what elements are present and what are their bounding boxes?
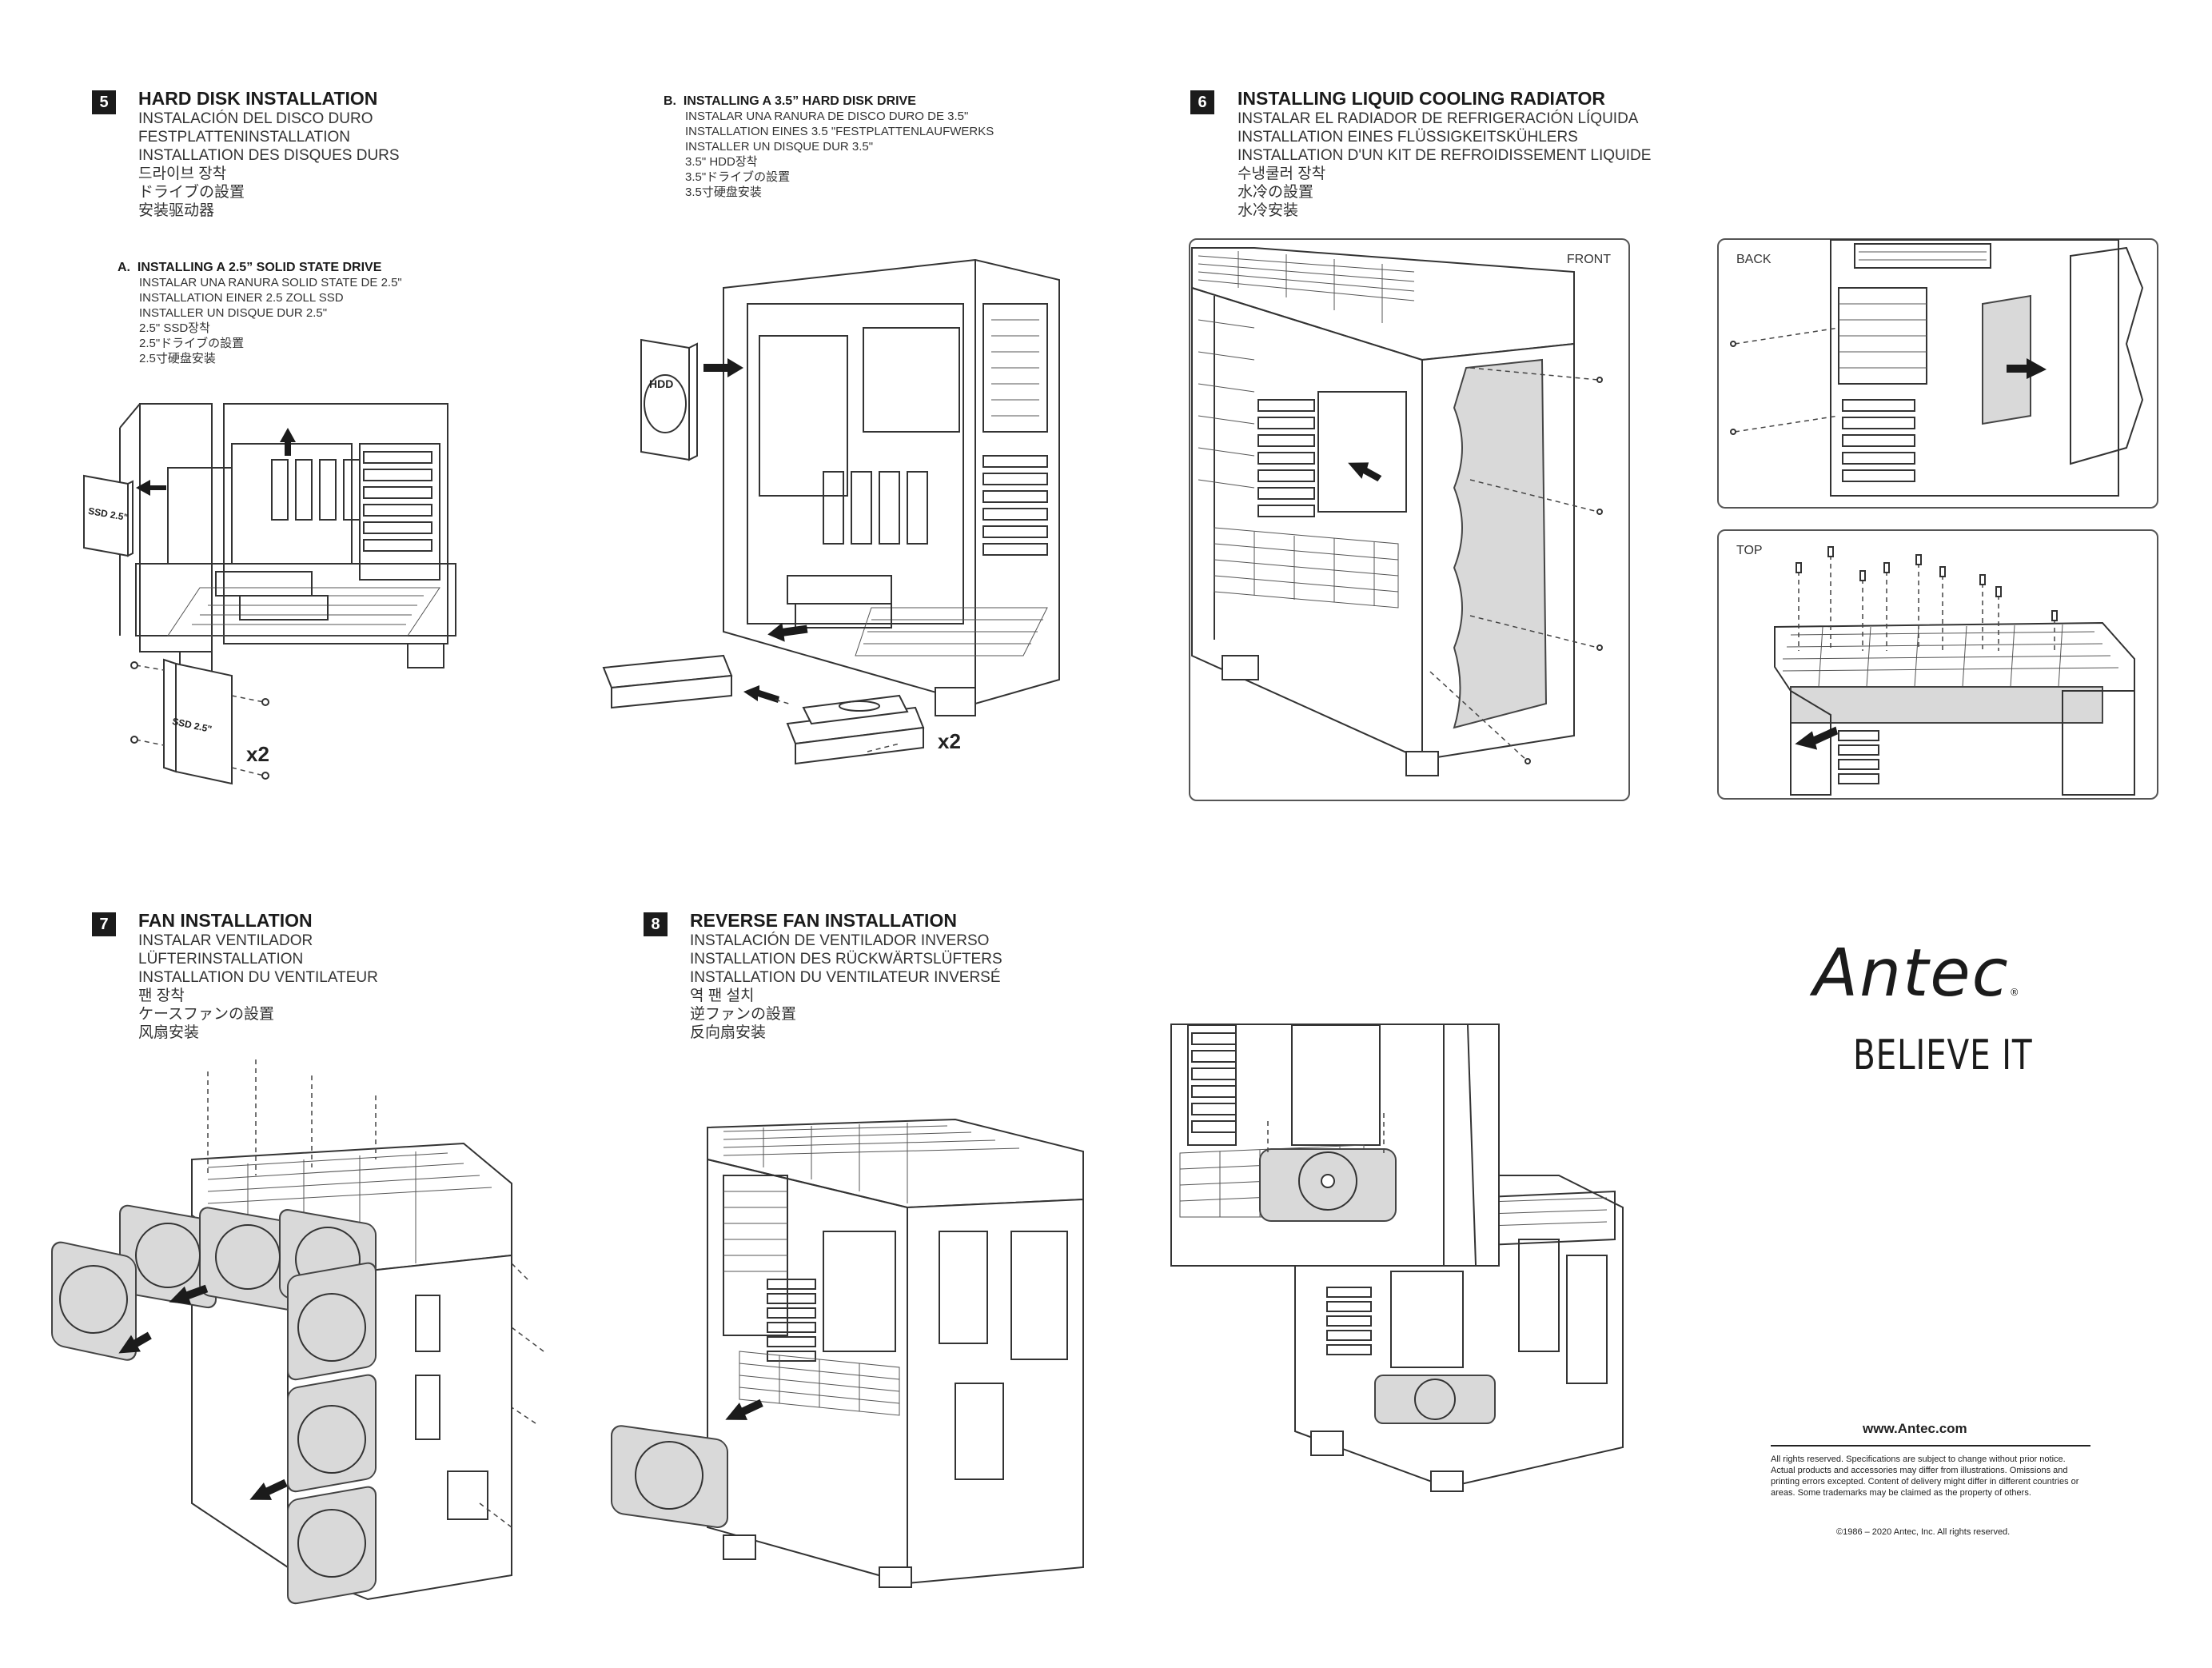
step-5-heading: HARD DISK INSTALLATION INSTALACIÓN DEL D…	[138, 88, 400, 220]
translation-line: INSTALLER UN DISQUE DUR 3.5"	[685, 140, 874, 154]
translation-line: 3.5"ドライブの設置	[685, 170, 791, 184]
translation-line: 드라이브 장착	[138, 166, 227, 182]
step-5-number: 5	[92, 90, 116, 114]
section-a-title: INSTALLING A 2.5” SOLID STATE DRIVE	[137, 261, 382, 274]
section-b-title: INSTALLING A 3.5” HARD DISK DRIVE	[683, 94, 916, 108]
translation-line: INSTALLATION D'UN KIT DE REFROIDISSEMENT…	[1238, 147, 1652, 164]
step-5-title: HARD DISK INSTALLATION	[138, 88, 378, 109]
translation-line: ドライブの設置	[138, 184, 245, 201]
reverse-fan-inset	[1170, 1024, 1500, 1267]
translation-line: 安装驱动器	[138, 202, 215, 219]
top-panel-label: TOP	[1736, 544, 1763, 557]
translation-line: 风扇安装	[138, 1024, 200, 1041]
ssd-drive-loose	[83, 474, 134, 557]
translation-line: INSTALAR VENTILADOR	[138, 932, 313, 949]
translation-line: 수냉쿨러 장착	[1238, 166, 1326, 182]
step-6-translations: INSTALAR EL RADIADOR DE REFRIGERACIÓN LÍ…	[1238, 110, 1651, 220]
registered-mark: ®	[2009, 987, 2021, 998]
step-7-number: 7	[92, 912, 116, 936]
translation-line: INSTALLATION DU VENTILATEUR INVERSÉ	[690, 969, 1001, 986]
hdd-case-illustration	[703, 258, 1060, 716]
ssd-case-illustration	[119, 403, 456, 675]
translation-line: LÜFTERINSTALLATION	[138, 951, 304, 968]
step-8-title: REVERSE FAN INSTALLATION	[690, 910, 957, 931]
translation-line: INSTALLATION DU VENTILATEUR	[138, 969, 378, 986]
step-7-heading: FAN INSTALLATION INSTALAR VENTILADOR LÜF…	[138, 910, 378, 1042]
translation-line: INSTALAR UNA RANURA SOLID STATE DE 2.5"	[139, 276, 402, 289]
translation-line: INSTALLATION EINES 3.5 "FESTPLATTENLAUFW…	[685, 125, 994, 138]
step-7-translations: INSTALAR VENTILADOR LÜFTERINSTALLATION I…	[138, 932, 378, 1042]
front-radiator-illustration	[1191, 247, 1603, 776]
translation-line: 2.5" SSD장착	[139, 321, 210, 335]
translation-line: 3.5" HDD장착	[685, 155, 758, 169]
translation-line: 2.5"ドライブの設置	[139, 337, 245, 350]
ssd-multiplier: x2	[246, 742, 269, 766]
translation-line: ケースファンの設置	[138, 1006, 275, 1023]
section-a-label: A.	[118, 261, 130, 274]
back-panel: BACK	[1717, 238, 2158, 509]
translation-line: INSTALLATION DES RÜCKWÄRTSLÜFTERS	[690, 951, 1002, 968]
reverse-fan-inset-illustration	[1179, 1024, 1477, 1266]
back-radiator-illustration	[1730, 239, 2144, 497]
translation-line: 反向扇安装	[690, 1024, 767, 1041]
section-b-translations: INSTALAR UNA RANURA DE DISCO DURO DE 3.5…	[685, 109, 994, 200]
front-fan-group	[287, 1262, 377, 1605]
translation-line: INSTALAR UNA RANURA DE DISCO DURO DE 3.5…	[685, 110, 969, 123]
translation-line: INSTALAR EL RADIADOR DE REFRIGERACIÓN LÍ…	[1238, 110, 1639, 127]
legal-notice: All rights reserved. Specifications are …	[1771, 1455, 2079, 1498]
section-b-heading: B. INSTALLING A 3.5” HARD DISK DRIVE INS…	[664, 94, 994, 200]
translation-line: 逆ファンの設置	[690, 1006, 797, 1023]
translation-line: INSTALLER UN DISQUE DUR 2.5"	[139, 306, 328, 320]
translation-line: INSTALACIÓN DE VENTILADOR INVERSO	[690, 932, 990, 949]
step-5-translations: INSTALACIÓN DEL DISCO DURO FESTPLATTENIN…	[138, 110, 400, 220]
top-panel: TOP	[1717, 529, 2158, 800]
fan-install-illustration	[51, 1059, 544, 1605]
back-panel-label: BACK	[1736, 253, 1772, 266]
translation-line: 팬 장착	[138, 988, 185, 1004]
step-6-title: INSTALLING LIQUID COOLING RADIATOR	[1238, 88, 1605, 109]
hdd-label: HDD	[649, 377, 674, 390]
translation-line: 水冷の設置	[1238, 184, 1314, 201]
section-a-heading: A. INSTALLING A 2.5” SOLID STATE DRIVE I…	[118, 261, 402, 366]
reverse-fan-illustration	[611, 1118, 1084, 1588]
step-8-translations: INSTALACIÓN DE VENTILADOR INVERSO INSTAL…	[690, 932, 1002, 1042]
translation-line: 3.5寸硬盘安装	[685, 186, 762, 199]
hdd-multiplier: x2	[938, 729, 961, 753]
copyright: ©1986 – 2020 Antec, Inc. All rights rese…	[1836, 1527, 2011, 1537]
translation-line: INSTALACIÓN DEL DISCO DURO	[138, 110, 373, 127]
slogan: BELIEVE IT	[1853, 1032, 2033, 1079]
translation-line: 2.5寸硬盘安装	[139, 352, 216, 365]
translation-line: INSTALLATION DES DISQUES DURS	[138, 147, 400, 164]
hdd-tray-illustration	[602, 654, 925, 765]
step-6-number: 6	[1190, 90, 1214, 114]
logo-text: Antec	[1813, 936, 2010, 1012]
website-link[interactable]: www.Antec.com	[1863, 1421, 1967, 1436]
hdd-drive-loose	[640, 338, 698, 461]
step-6-heading: INSTALLING LIQUID COOLING RADIATOR INSTA…	[1238, 88, 1651, 220]
ssd-bracket-illustration	[130, 658, 269, 785]
section-a-translations: INSTALAR UNA RANURA SOLID STATE DE 2.5" …	[139, 275, 402, 366]
translation-line: INSTALLATION EINER 2.5 ZOLL SSD	[139, 291, 344, 305]
front-panel-label: FRONT	[1566, 253, 1611, 266]
step-8-number: 8	[644, 912, 668, 936]
antec-logo: Antec®	[1813, 936, 2021, 1012]
translation-line: 水冷安装	[1238, 202, 1299, 219]
translation-line: FESTPLATTENINSTALLATION	[138, 129, 350, 146]
top-radiator-illustration	[1774, 546, 2135, 796]
translation-line: INSTALLATION EINES FLÜSSIGKEITSKÜHLERS	[1238, 129, 1578, 146]
translation-line: 역 팬 설치	[690, 988, 755, 1004]
step-8-heading: REVERSE FAN INSTALLATION INSTALACIÓN DE …	[690, 910, 1002, 1042]
step-7-title: FAN INSTALLATION	[138, 910, 313, 931]
front-panel: FRONT	[1189, 238, 1630, 801]
footer-divider	[1771, 1445, 2090, 1447]
section-b-label: B.	[664, 94, 676, 108]
